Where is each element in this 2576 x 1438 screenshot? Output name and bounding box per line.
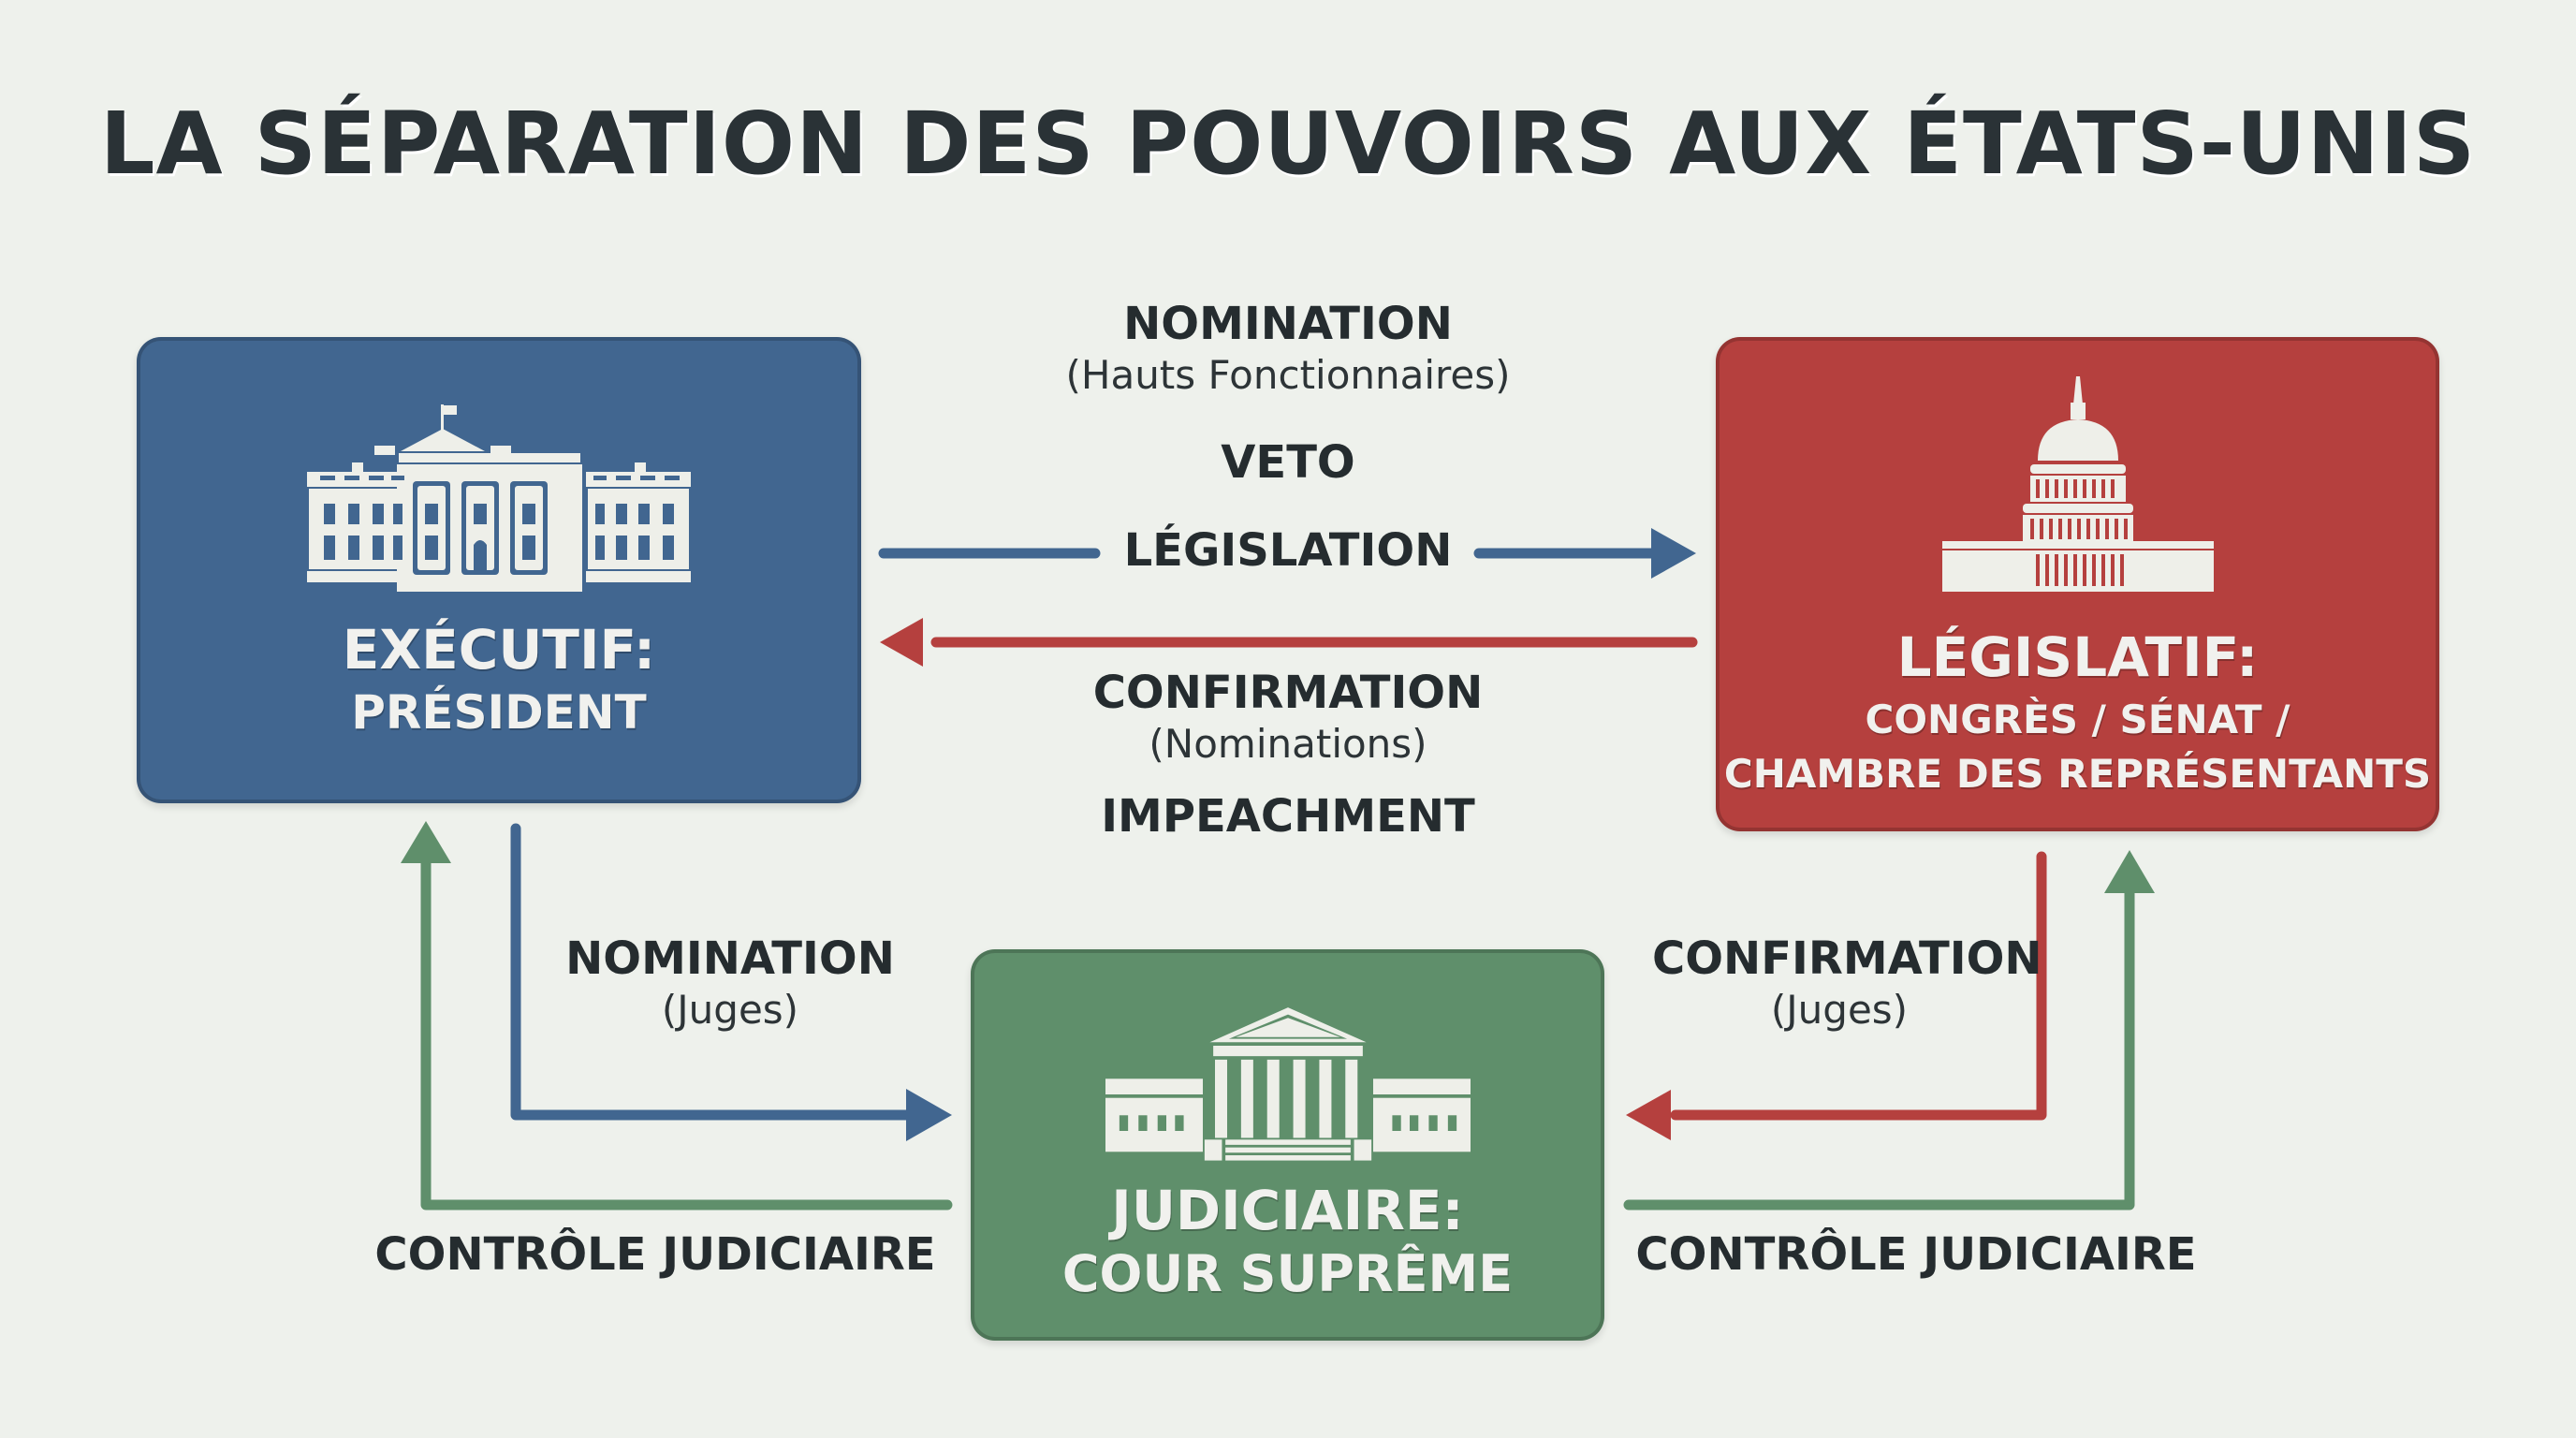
judicial-subtitle: COUR SUPRÊME <box>1061 1244 1514 1303</box>
label-judicial-review-left: CONTRÔLE JUDICIAIRE <box>374 1228 936 1281</box>
capitol-icon <box>1941 376 2214 592</box>
arrow-judicial-review-exec-line <box>420 856 953 1211</box>
page-title: LA SÉPARATION DES POUVOIRS AUX ÉTATS-UNI… <box>99 94 2477 194</box>
legislative-subtitle-line1: CONGRÈS / SÉNAT / <box>1865 697 2291 742</box>
executive-subtitle: PRÉSIDENT <box>351 685 647 740</box>
legislative-branch-box: LÉGISLATIF: CONGRÈS / SÉNAT / CHAMBRE DE… <box>1716 337 2439 831</box>
label-confirmation-judges: CONFIRMATION (Juges) <box>1652 932 2042 1033</box>
white-house-icon <box>307 404 691 592</box>
arrow-judicial-review-legis-line <box>1623 874 2135 1211</box>
label-impeachment: IMPEACHMENT <box>1101 790 1475 843</box>
label-nomination: NOMINATION <box>1123 298 1453 350</box>
arrow-confirmation-judges-line <box>1670 851 2047 1121</box>
judicial-heading: JUDICIAIRE: <box>1111 1179 1464 1242</box>
label-judicial-review-right: CONTRÔLE JUDICIAIRE <box>1635 1228 2197 1281</box>
label-nomination-detail: (Hauts Fonctionnaires) <box>1065 352 1511 398</box>
label-veto: VETO <box>1221 436 1355 489</box>
label-confirmation: CONFIRMATION <box>1092 667 1484 719</box>
supreme-court-icon <box>1105 1007 1471 1161</box>
legislative-subtitle: CONGRÈS / SÉNAT / CHAMBRE DES REPRÉSENTA… <box>1716 693 2439 801</box>
arrow-nomination-judges-line <box>510 823 914 1121</box>
executive-branch-box: EXÉCUTIF: PRÉSIDENT <box>137 337 861 803</box>
label-confirmation-detail: (Nominations) <box>1149 721 1427 767</box>
arrowhead-up-icon <box>401 821 451 863</box>
executive-heading: EXÉCUTIF: <box>342 618 656 682</box>
arrowhead-right-icon <box>1651 528 1696 579</box>
arrowhead-right-icon <box>906 1089 952 1141</box>
label-confirmation-nominations: CONFIRMATION (Nominations) <box>1007 667 1569 767</box>
label-nomination-judges: NOMINATION (Juges) <box>565 932 895 1033</box>
label-nomination-officials: NOMINATION (Hauts Fonctionnaires) <box>1007 298 1569 398</box>
arrowhead-up-icon <box>2104 850 2155 893</box>
label-legislation: LÉGISLATION <box>1123 524 1453 577</box>
legislative-heading: LÉGISLATIF: <box>1896 625 2259 689</box>
arrowhead-left-icon <box>1626 1090 1671 1140</box>
arrowhead-left-icon <box>880 618 923 667</box>
judicial-branch-box: JUDICIAIRE: COUR SUPRÊME <box>971 949 1604 1341</box>
legislative-subtitle-line2: CHAMBRE DES REPRÉSENTANTS <box>1723 751 2432 797</box>
